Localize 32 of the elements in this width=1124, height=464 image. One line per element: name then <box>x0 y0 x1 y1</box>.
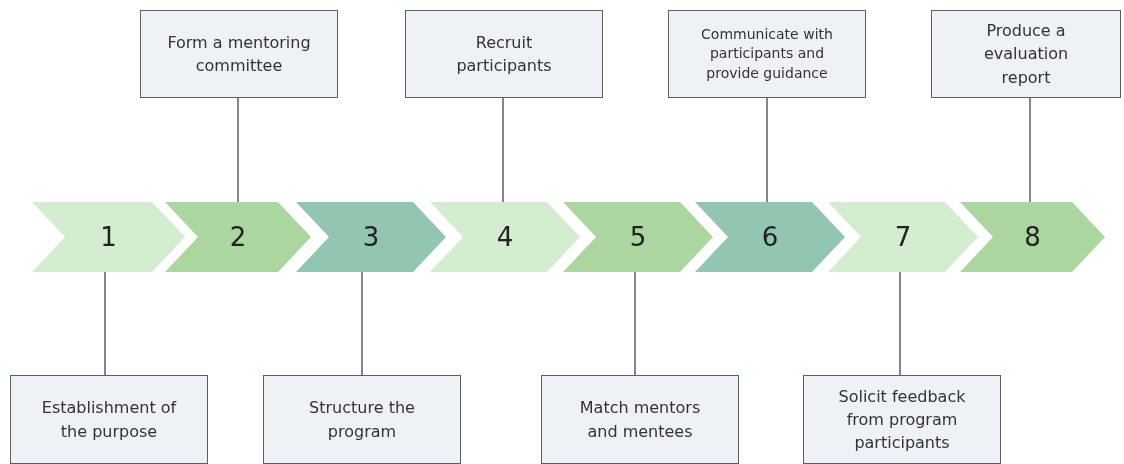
leader-line <box>104 271 106 376</box>
step-number: 4 <box>495 221 515 254</box>
step-box: Recruit participants <box>405 10 603 98</box>
step-box: Solicit feedback from program participants <box>803 375 1001 464</box>
timeline-segment <box>828 202 978 272</box>
step-box: Produce a evaluation report <box>931 10 1121 98</box>
step-box: Form a mentoring committee <box>140 10 338 98</box>
step-number: 2 <box>228 221 248 254</box>
step-box: Structure the program <box>263 375 461 464</box>
leader-line <box>502 97 504 203</box>
timeline-segment <box>563 202 713 272</box>
step-number: 5 <box>628 221 648 254</box>
leader-line <box>237 97 239 203</box>
timeline-segment <box>960 202 1105 272</box>
leader-line <box>361 271 363 376</box>
step-box: Establishment of the purpose <box>10 375 208 464</box>
leader-line <box>1029 97 1031 203</box>
step-number: 6 <box>760 221 780 254</box>
timeline-segment <box>296 202 446 272</box>
step-number: 7 <box>893 221 913 254</box>
step-number: 3 <box>361 221 381 254</box>
leader-line <box>634 271 636 376</box>
leader-line <box>766 97 768 203</box>
timeline-segment <box>430 202 580 272</box>
step-box: Match mentors and mentees <box>541 375 739 464</box>
step-number: 8 <box>1023 221 1042 254</box>
timeline-segment <box>695 202 845 272</box>
step-box: Communicate with participants and provide guidance <box>668 10 866 98</box>
timeline-segment <box>165 202 311 272</box>
step-number: 1 <box>99 221 118 254</box>
timeline-segment <box>32 202 185 272</box>
leader-line <box>899 271 901 376</box>
